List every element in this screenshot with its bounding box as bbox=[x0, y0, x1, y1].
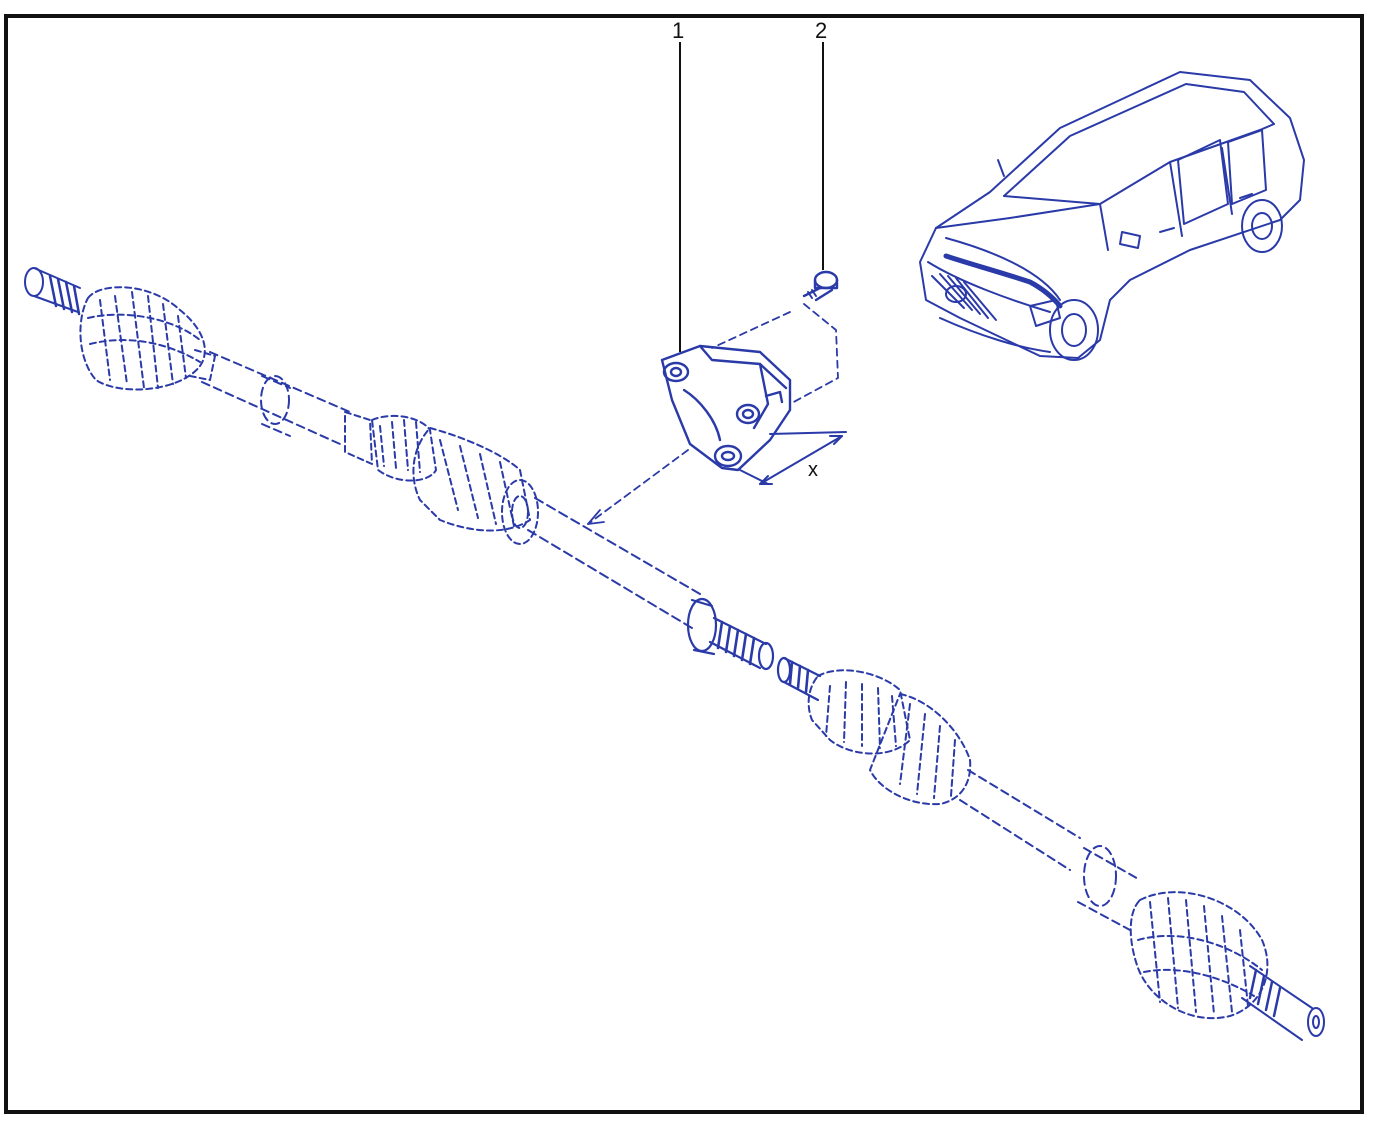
bolt-part bbox=[802, 270, 839, 302]
dimension-x-marker bbox=[739, 431, 847, 485]
right-cv-joint-boot bbox=[1129, 891, 1269, 1020]
diagram-frame bbox=[4, 14, 1364, 1114]
right-cv-joint-housing bbox=[807, 669, 972, 806]
splined-coupling bbox=[686, 597, 775, 671]
left-stub-shaft bbox=[24, 267, 81, 316]
left-cv-joint-boot bbox=[79, 286, 216, 391]
right-stub-shaft bbox=[1241, 965, 1325, 1041]
inner-joint-housing bbox=[344, 411, 539, 545]
assembly-leader-lines bbox=[587, 303, 839, 525]
right-shaft-section bbox=[959, 769, 1141, 931]
callout-2-number: 2 bbox=[815, 18, 827, 43]
right-inner-stub bbox=[776, 656, 822, 702]
callout-2: 2 bbox=[815, 18, 827, 270]
vehicle-locator-illustration bbox=[919, 71, 1305, 361]
intermediate-shaft bbox=[527, 497, 701, 629]
callout-1: 1 bbox=[672, 18, 684, 352]
dimension-x-label: x bbox=[808, 459, 818, 481]
driveshaft-assembly bbox=[24, 267, 1325, 1041]
left-shaft-section bbox=[201, 351, 351, 445]
callout-1-number: 1 bbox=[672, 18, 684, 43]
bracket-part bbox=[660, 344, 792, 472]
